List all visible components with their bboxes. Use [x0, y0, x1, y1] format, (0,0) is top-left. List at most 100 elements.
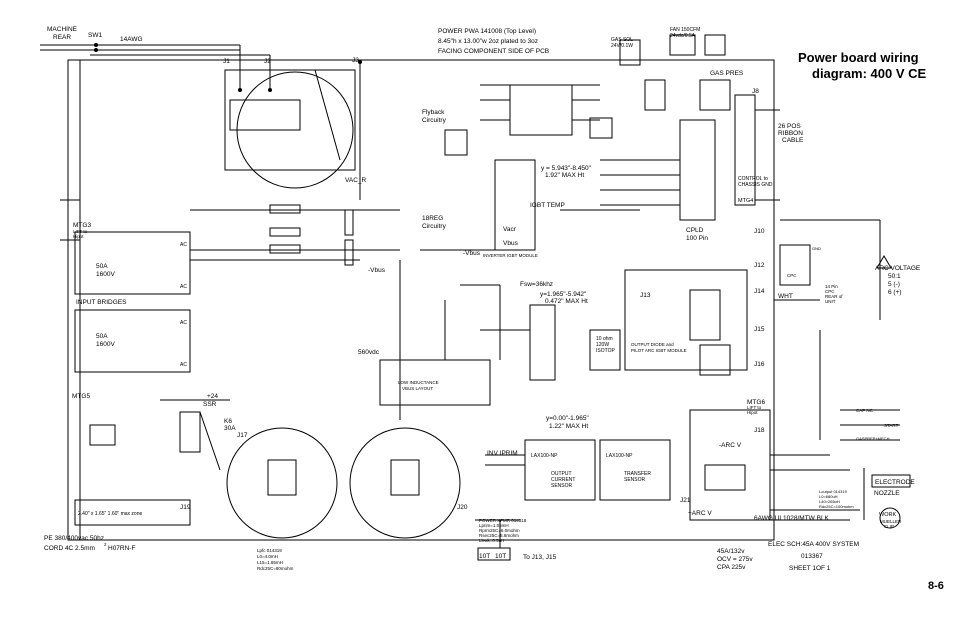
pe-line: PE 380/400vac 50hz — [44, 535, 104, 542]
arc-voltage-3: 5 (-) — [888, 281, 900, 288]
output-sensor-3: SENSOR — [551, 483, 573, 489]
xfmr-5: Lleak=0.5uH — [479, 538, 504, 543]
flyback-2: Circuitry — [422, 117, 447, 124]
arc-v-neg: -ARC V — [719, 442, 742, 449]
bridge-b-2: 1600V — [96, 341, 115, 348]
elec-sch-label: ELEC SCH:45A 400V SYSTEM — [768, 541, 859, 548]
output-diode-module — [624, 269, 748, 371]
cpld-chip — [679, 119, 716, 221]
j19-label: J19 — [180, 504, 191, 511]
title-line-1: Power board wiring — [798, 50, 919, 65]
y1b-label: 1.92" MAX Ht — [545, 172, 584, 179]
vdc560-label: 560vdc — [358, 349, 380, 356]
pin14-3: REAR of — [825, 294, 843, 299]
mtg6-sub-1: LIFT to — [747, 405, 762, 410]
low-ind-2: VBUS LAYOUT — [402, 386, 433, 391]
j20-label: J20 — [457, 504, 468, 511]
lax-label-1: LAX100-NP — [531, 453, 558, 459]
j17-label: J17 — [237, 432, 248, 439]
inv-iprim-label: INV IPRIM — [487, 450, 518, 457]
connector-pins — [94, 43, 362, 92]
cap-nc-label: CAP NC — [856, 408, 874, 413]
xfmr-1: POWER XFMR 014318 — [479, 518, 527, 523]
cpc-label: CPC — [787, 273, 797, 278]
j15-label: J15 — [754, 326, 765, 333]
ratings-3: CPA 225v — [717, 564, 746, 571]
ac-label-2: AC — [180, 284, 187, 290]
ratings-2: OCV = 275v — [717, 556, 753, 563]
j10-label: J10 — [754, 228, 765, 235]
vbus-pos-label: Vbus — [503, 240, 519, 247]
cord-type: H07RN-F — [108, 545, 135, 552]
j8-label: J8 — [752, 88, 759, 95]
xfmr-4: Rsec25C=5.8mohm — [479, 533, 519, 538]
bulk-cap-left — [226, 427, 338, 539]
xfmr-3: Rprm25C=6.0mohm — [479, 528, 520, 533]
awg14-label: 14AWG — [120, 36, 143, 43]
arc-voltage-1: ARC VOLTAGE — [875, 265, 921, 272]
fan-label: FAN 150CFM — [670, 27, 700, 33]
output-sensor-1: OUTPUT — [551, 471, 572, 477]
ac-label-3: AC — [180, 320, 187, 326]
vbus-neg-label-2: -Vbus — [463, 250, 481, 257]
choke-1: Lpfc 014319 — [257, 548, 282, 553]
awg6-label: 6AWG UL1028/MTW BLK — [754, 515, 830, 522]
k6-label: K6 — [224, 418, 232, 425]
input-bridge-b — [74, 309, 191, 373]
input-bridges-label: INPUT BRIDGES — [76, 299, 127, 306]
transfer-sensor-1: TRANSFER — [624, 471, 651, 477]
input-bridge-a — [74, 231, 191, 295]
ac-label-1: AC — [180, 242, 187, 248]
xfmr-2: Lprim=1.05mH — [479, 523, 509, 528]
cord-line: CORD 4C 2.5mm — [44, 545, 95, 552]
lax-label-2: LAX100-NP — [606, 453, 633, 459]
header-line2: 8.45"h x 13.00"w 2oz plated to 3oz — [438, 38, 538, 45]
control-chassis-2: CHASSIS GND — [738, 182, 773, 188]
gas-sol-label: GAS SOL — [611, 37, 633, 43]
bulk-cap-right — [349, 427, 461, 539]
header-line3: FACING COMPONENT SIDE OF PCB — [438, 48, 549, 55]
output-current-sensor — [524, 439, 596, 501]
j18-label: J18 — [754, 427, 765, 434]
vbus-neg-label: -Vbus — [368, 267, 386, 274]
ssr-label: SSR — [203, 401, 217, 408]
transfer-sensor — [599, 439, 671, 501]
igbt-temp-label: IGBT TEMP — [530, 202, 565, 209]
cpld-label-1: CPLD — [686, 227, 704, 234]
output-sensor-2: CURRENT — [551, 477, 575, 483]
doc-no-label: 013367 — [801, 553, 823, 560]
bridge-a-1: 50A — [96, 263, 108, 270]
control-chassis-1: CONTROL to — [738, 176, 768, 182]
choke2-1: Loutput 014319 — [819, 489, 848, 494]
output-diode-1: OUTPUT DIODE and — [631, 342, 674, 347]
k6-rating: 30A — [224, 425, 236, 432]
arc-v-pos: +ARC V — [688, 510, 712, 517]
ribbon-1: 26 POS — [778, 123, 801, 130]
isotop-3: ISOTOP — [596, 348, 615, 354]
y2-label: y=1.965"-5.942" — [540, 291, 587, 298]
flyback-1: Flyback — [422, 109, 445, 116]
transfer-sensor-2: SENSOR — [624, 477, 646, 483]
to-j13-label: To J13, J15 — [523, 554, 557, 561]
j13-label: J13 — [640, 292, 651, 299]
cap-size-note: 2.40" x 1.65" 1.60" max zone — [78, 511, 142, 517]
choke-3: L15=1.85mH — [257, 560, 283, 565]
cpld-label-2: 100 Pin — [686, 235, 708, 242]
j14-label: J14 — [754, 288, 765, 295]
electrode-label: ELECTRODE — [875, 479, 915, 486]
mtg4-label: MTG4 — [738, 198, 753, 204]
page-number: 8-6 — [928, 580, 944, 592]
bridge-b-1: 50A — [96, 333, 108, 340]
machine-rear-label: MACHINE — [47, 26, 78, 33]
inverter-igbt-module — [494, 159, 536, 251]
choke2-3: L40=265uH — [819, 499, 840, 504]
bridge-a-2: 1600V — [96, 271, 115, 278]
start-label: START — [884, 423, 899, 428]
j2-label: J2 — [264, 58, 271, 65]
mueller-1: MUELLER — [880, 519, 902, 524]
choke-2: L0=4.0mH — [257, 554, 278, 559]
gas-pres-label: GAS PRES — [710, 70, 744, 77]
isotop-1: 10 ohm — [596, 336, 613, 342]
